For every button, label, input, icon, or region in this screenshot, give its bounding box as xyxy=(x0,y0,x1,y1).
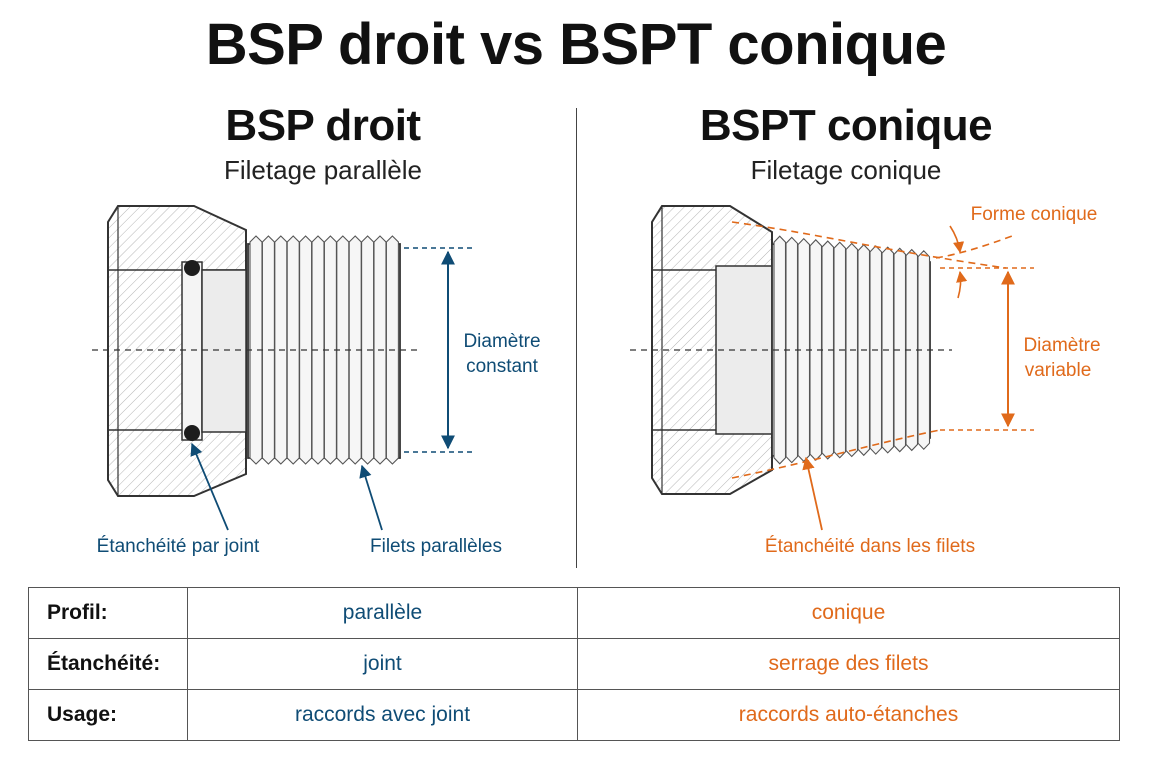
bspt-seal-label: Étanchéité dans les filets xyxy=(765,536,975,557)
bsp-seal-label: Étanchéité par joint xyxy=(97,536,260,557)
thread-ridge xyxy=(917,249,931,451)
thread-ridge xyxy=(821,240,835,460)
row-label: Étanchéité: xyxy=(28,638,188,690)
table-row: Profil: parallèle conique xyxy=(28,587,1120,639)
bsp-diameter-label-1: Diamètre xyxy=(463,331,540,352)
bspt-title: BSPT conique xyxy=(699,101,993,150)
comparison-table: Profil: parallèle conique Étanchéité: jo… xyxy=(28,587,1120,741)
bspt-diameter-label-1: Diamètre xyxy=(1023,335,1100,356)
bspt-cell: raccords auto-étanches xyxy=(577,689,1120,741)
bsp-seal-leader xyxy=(190,442,229,531)
bsp-cell: parallèle xyxy=(187,587,578,639)
bspt-diameter-label-2: variable xyxy=(1025,360,1092,381)
bsp-threads-label: Filets parallèles xyxy=(370,536,502,557)
bspt-cell: conique xyxy=(577,587,1120,639)
diagram-canvas: Diamètre constant Étanchéité par joint F… xyxy=(92,204,1101,557)
thread-ridge xyxy=(905,248,919,452)
bsp-fitting xyxy=(107,205,401,497)
bsp-title: BSP droit xyxy=(225,101,421,150)
o-ring-top xyxy=(184,260,200,276)
row-label: Profil: xyxy=(28,587,188,639)
page-title: BSP droit vs BSPT conique xyxy=(205,12,947,77)
bsp-subtitle: Filetage parallèle xyxy=(223,155,422,185)
bspt-seal-leader xyxy=(802,456,823,531)
thread-ridge xyxy=(809,239,823,461)
thread-ridge xyxy=(797,237,811,463)
thread-ridge xyxy=(773,235,787,465)
o-ring-bottom xyxy=(184,425,200,441)
center-divider xyxy=(576,108,577,568)
bspt-subtitle: Filetage conique xyxy=(750,155,942,185)
bsp-cell: joint xyxy=(187,638,578,690)
table-row: Usage: raccords avec joint raccords auto… xyxy=(28,689,1120,741)
row-label: Usage: xyxy=(28,689,188,741)
bsp-threads-leader xyxy=(359,464,383,531)
table-row: Étanchéité: joint serrage des filets xyxy=(28,638,1120,690)
bspt-shape-label: Forme conique xyxy=(971,204,1098,225)
bspt-cell: serrage des filets xyxy=(577,638,1120,690)
bsp-cell: raccords avec joint xyxy=(187,689,578,741)
bsp-diameter-label-2: constant xyxy=(466,356,539,377)
thread-ridge xyxy=(785,236,799,464)
